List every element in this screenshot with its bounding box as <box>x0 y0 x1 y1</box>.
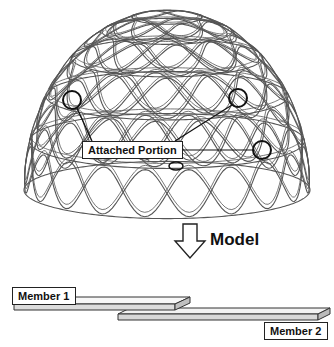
lattice-band <box>24 161 310 218</box>
lattice-band <box>25 111 309 212</box>
lattice-band <box>110 11 224 41</box>
attachment-circle <box>169 162 183 170</box>
leader-line <box>77 108 92 141</box>
lattice-band <box>107 11 227 43</box>
label-text: Member 1 <box>18 289 70 303</box>
lattice-band <box>31 70 301 162</box>
label-text: Member 2 <box>270 324 322 338</box>
model-arrow <box>175 224 205 258</box>
lattice-dome <box>24 10 310 219</box>
lattice-band <box>25 115 310 216</box>
leader-line <box>175 105 232 141</box>
lattice-band <box>110 11 224 41</box>
attachment-circle <box>229 89 247 107</box>
label-box: Member 1 <box>12 287 76 305</box>
attachment-circle <box>63 91 81 109</box>
attachment-circle <box>253 141 271 159</box>
model-label: Model <box>210 230 259 250</box>
leader-line <box>183 149 253 150</box>
lattice-band <box>38 69 296 161</box>
attachment-marks <box>63 89 271 170</box>
label-box: Member 2 <box>264 322 328 340</box>
label-text: Attached Portion <box>88 143 177 157</box>
label-box: Attached Portion <box>82 141 183 159</box>
lattice-band <box>25 115 310 216</box>
lattice-band <box>107 11 227 43</box>
lattice-band <box>49 41 285 116</box>
